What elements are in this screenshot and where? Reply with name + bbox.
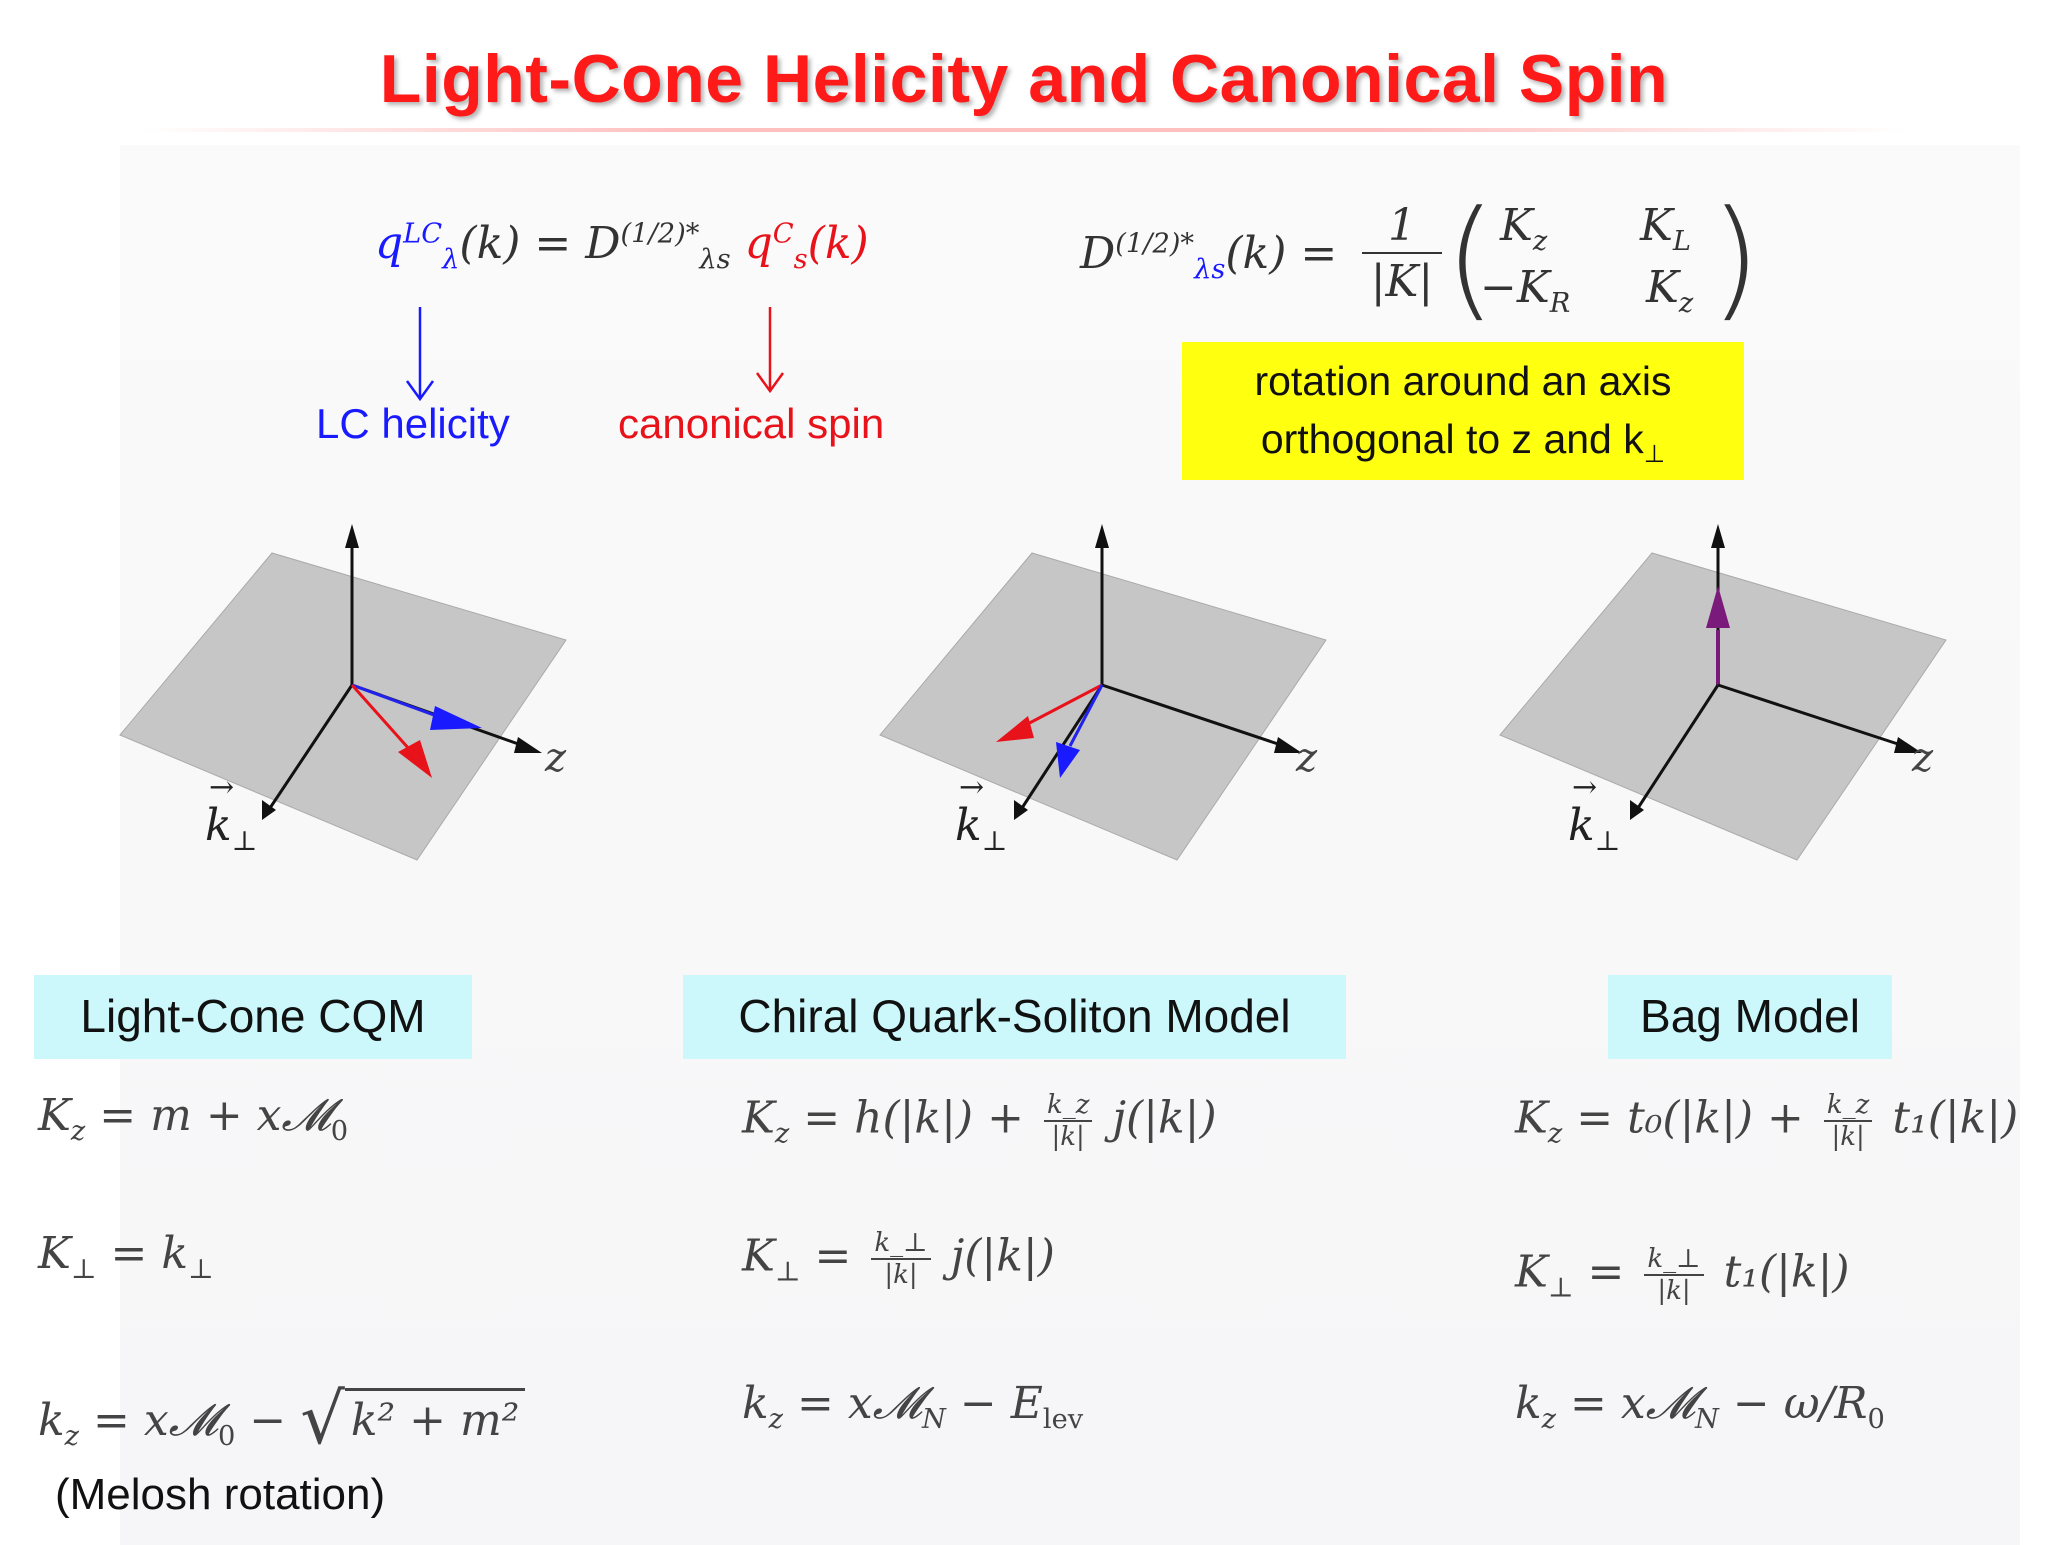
lc-cqm-eq-kz-lower: kz = x𝓜0 − √k² + m²: [38, 1378, 526, 1460]
z-axis: [1101, 683, 1285, 748]
z-axis-label-1: z: [545, 735, 567, 781]
kperp-axis-label-3: →k⊥: [1568, 770, 1621, 857]
sqrt-sign: √: [300, 1378, 345, 1460]
melosh-matrix-formula: D(1/2)*λs(k) = 1 |K| ( Kz KL −KR Kz ): [1080, 182, 1761, 334]
chiral-eq-kz-lower: kz = x𝓜N − Elev: [742, 1378, 1084, 1435]
rotation-note-line2: orthogonal to z and k⊥: [1260, 416, 1666, 469]
rotation-note-box: rotation around an axis orthogonal to z …: [1182, 342, 1744, 480]
lc-helicity-label: LC helicity: [316, 400, 510, 447]
lc-cqm-eq-kperp: K⊥ = k⊥: [38, 1228, 214, 1285]
canonical-spin-vector: [350, 684, 412, 751]
kperp-axis-label-2: →k⊥: [955, 770, 1008, 857]
spin-plane: [879, 552, 1327, 861]
canonical-spin-label: canonical spin: [618, 400, 885, 447]
bag-eq-kz-lower: kz = x𝓜N − ω/R0: [1515, 1378, 1885, 1435]
title-underline: [140, 128, 1908, 132]
chiral-eq-kperp: K⊥ = k_⊥|k| j(|k|): [742, 1228, 1055, 1290]
canonical-down-arrow: [755, 307, 785, 394]
melosh-rotation-note: (Melosh rotation): [55, 1470, 386, 1519]
kperp-axis: [1636, 684, 1720, 809]
lc-quark-symbol: qLCλ: [375, 218, 460, 275]
diagram-bag-model: [1499, 524, 1947, 861]
spin-plane: [1499, 552, 1947, 861]
kperp-axis: [268, 684, 354, 809]
canonical-spin-vector: [1019, 683, 1103, 730]
bag-eq-kz: Kz = t₀(|k|) + k_z|k| t₁(|k|): [1515, 1090, 2019, 1152]
z-axis-label-2: z: [1296, 735, 1318, 781]
chiral-eq-kz: Kz = h(|k|) + k_z|k| j(|k|): [742, 1090, 1217, 1152]
model-box-chiral-soliton: Chiral Quark-Soliton Model: [683, 975, 1346, 1059]
diagram-chiral-soliton: [879, 524, 1327, 861]
spin-plane: [119, 552, 567, 861]
diagram-lc-cqm: [119, 524, 567, 861]
lc-cqm-eq-kz: Kz = m + x𝓜0: [38, 1090, 349, 1147]
z-axis-label-3: z: [1912, 735, 1934, 781]
helicity-down-arrow: [405, 307, 435, 402]
z-axis: [1717, 683, 1905, 748]
lc-helicity-vector: [351, 683, 443, 720]
relation-middle: (k) = D: [459, 218, 621, 269]
model-box-light-cone-cqm: Light-Cone CQM: [34, 975, 472, 1059]
lc-helicity-vector: [1068, 684, 1104, 747]
model-box-bag-model: Bag Model: [1608, 975, 1892, 1059]
helicity-relation-formula: qLCλ(k) = D(1/2)*λs qCs(k): [375, 218, 869, 275]
kperp-axis-label-1: →k⊥: [205, 770, 258, 857]
page-title: Light-Cone Helicity and Canonical Spin: [379, 41, 1669, 117]
bag-eq-kperp: K⊥ = k_⊥|k| t₁(|k|): [1515, 1244, 1850, 1306]
canonical-quark-symbol: qCs(k): [744, 218, 869, 275]
rotation-note-line1: rotation around an axis: [1254, 358, 1672, 404]
